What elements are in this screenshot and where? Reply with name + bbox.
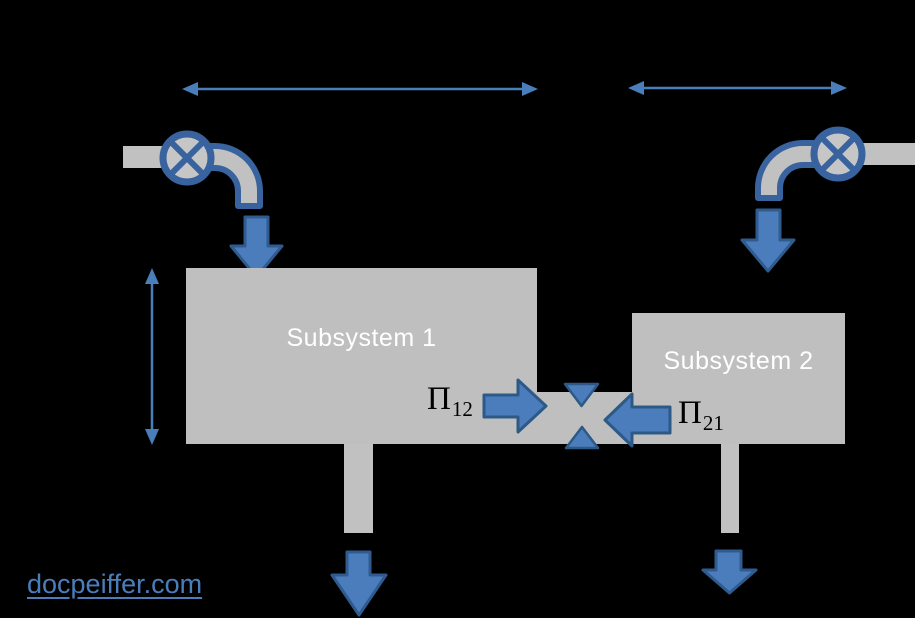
outflow-arrow-right xyxy=(701,549,758,595)
width-dimension-arrow-2 xyxy=(628,81,847,95)
arrowhead-right-icon xyxy=(522,82,538,96)
docpeiffer-link[interactable]: docpeiffer.com xyxy=(27,569,203,599)
inflow-arrow-right xyxy=(740,208,796,273)
subsystem1-box xyxy=(186,268,537,444)
pinch-valve-icon xyxy=(563,382,600,450)
valve-cross-left xyxy=(168,139,206,177)
outflow-arrow-left xyxy=(330,550,388,617)
outlet-pipe-right xyxy=(721,444,739,533)
arrowhead-up-icon xyxy=(145,268,159,284)
inlet-pipe-left xyxy=(123,130,284,279)
arrowhead-left-icon xyxy=(182,82,198,96)
arrowhead-down-icon xyxy=(145,429,159,445)
inlet-pipe-right xyxy=(740,126,915,273)
exchange-arrow-left xyxy=(603,392,672,448)
width-dimension-arrow-1 xyxy=(182,82,538,96)
pipe-elbow-right xyxy=(755,140,820,201)
height-dimension-arrow xyxy=(145,268,159,445)
valve-cross-right xyxy=(819,135,857,173)
exchange-arrow-right xyxy=(482,378,548,434)
arrowhead-left-icon xyxy=(628,81,644,95)
arrowhead-right-icon xyxy=(831,81,847,95)
outlet-pipe-left xyxy=(344,444,373,533)
inflow-arrow-left xyxy=(229,215,284,279)
